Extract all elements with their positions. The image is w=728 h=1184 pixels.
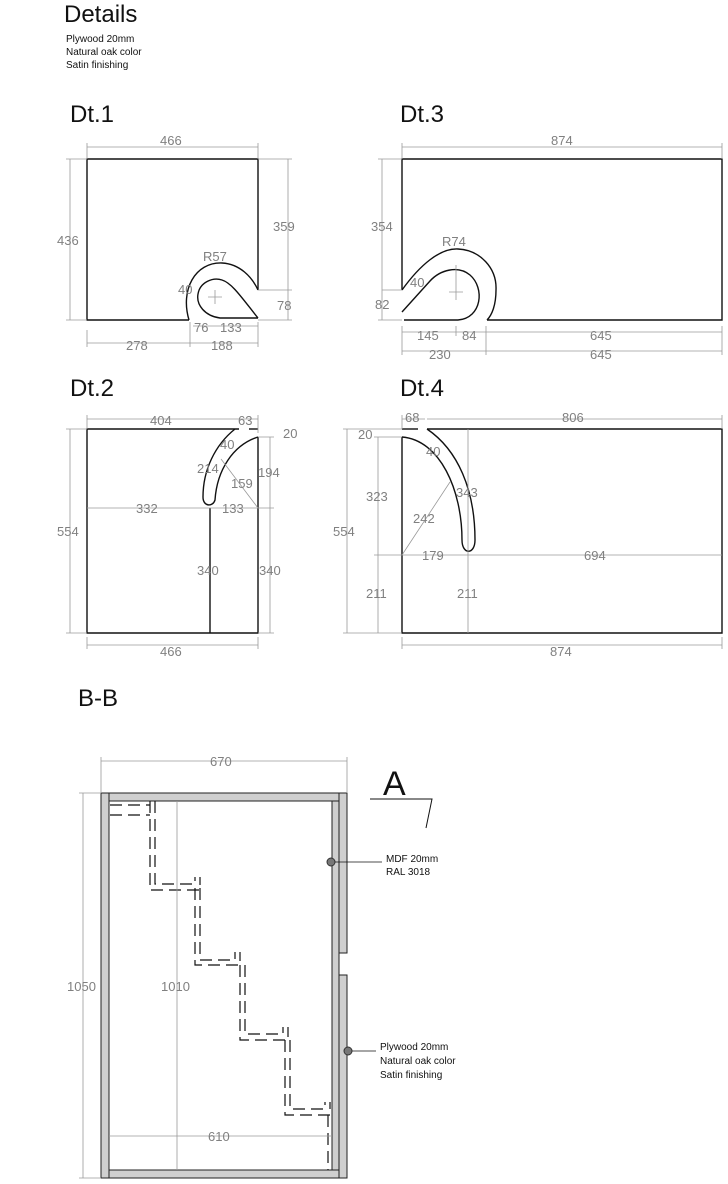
dim-right-total: 645 (590, 347, 612, 362)
dim-inner-height: 1010 (161, 979, 190, 994)
dim-width: 466 (160, 644, 182, 659)
dim-width: 466 (160, 133, 182, 148)
panel-outline (86, 428, 259, 634)
front-panel-upper (338, 792, 348, 954)
dim-opening: 82 (375, 297, 389, 312)
front-panel-lower (338, 974, 348, 1179)
shelf-hidden-lines (284, 1040, 331, 1170)
shelf-hidden-lines (110, 801, 201, 891)
dim-slot-length: 343 (456, 485, 478, 500)
dim-slot-top: 63 (238, 413, 252, 428)
dim-radius: 159 (231, 476, 253, 491)
cutout-outer (185, 262, 259, 321)
dim-radius: R57 (203, 249, 227, 264)
mdf-color-note: RAL 3018 (386, 867, 431, 878)
detail-label: Dt.3 (400, 101, 444, 128)
detail-dt3: Dt.3 874 354 R74 40 82 145 84 645 230 64… (371, 101, 723, 362)
dim-left: 179 (422, 548, 444, 563)
dim-angle: 40 (410, 275, 424, 290)
detail-dt4: Dt.4 68 806 20 40 323 343 242 554 179 69… (333, 375, 723, 659)
section-arrow (370, 798, 433, 829)
plywood-color-note: Natural oak color (380, 1056, 456, 1067)
slot-cutout (202, 428, 259, 506)
dim-lower-left: 211 (366, 586, 387, 601)
plywood-finish-note: Satin finishing (380, 1070, 442, 1081)
cutout-inner (197, 278, 259, 319)
shelf-hidden-lines (194, 888, 241, 966)
callout-dot (343, 1046, 353, 1056)
dim-inner-right: 133 (220, 320, 242, 335)
dim-inner: 76 (194, 320, 208, 335)
page-title: Details (64, 1, 137, 28)
slot-cutout (401, 428, 476, 552)
dim-upper: 323 (366, 489, 388, 504)
dim-lower-outer: 340 (259, 563, 281, 578)
dim-inner-left: 145 (417, 328, 439, 343)
left-panel (100, 792, 110, 1179)
dim-right: 133 (222, 501, 244, 516)
dim-top-right: 806 (562, 410, 584, 425)
dim-width: 670 (210, 754, 232, 769)
dim-height: 554 (333, 524, 355, 539)
cutout-inner (401, 268, 480, 321)
material-note: Plywood 20mm (66, 34, 134, 45)
dim-left: 332 (136, 501, 158, 516)
color-note: Natural oak color (66, 47, 142, 58)
dim-upper: 194 (258, 465, 280, 480)
detail-label: Dt.2 (70, 375, 114, 402)
dim-slot-width: 40 (220, 437, 234, 452)
dim-radius: 242 (413, 511, 435, 526)
cutout-outer (401, 248, 497, 321)
dim-slot-width: 40 (426, 444, 440, 459)
finish-note: Satin finishing (66, 60, 128, 71)
dim-right: 694 (584, 548, 606, 563)
dim-opening: 78 (277, 298, 291, 313)
dim-top-left: 404 (150, 413, 172, 428)
dim-right: 645 (590, 328, 612, 343)
callout-dot (326, 857, 336, 867)
top-panel (100, 792, 340, 802)
detail-dt2: Dt.2 404 63 20 40 214 194 159 554 332 13… (57, 375, 297, 659)
dim-height: 354 (371, 219, 393, 234)
dim-left: 278 (126, 338, 148, 353)
dim-width: 874 (550, 644, 572, 659)
dim-height: 436 (57, 233, 79, 248)
plywood-note: Plywood 20mm (380, 1042, 448, 1053)
dim-inner-width: 610 (208, 1129, 230, 1144)
section-bb: B-B 670 1050 1010 610 A MDF 20mm RAL 301… (67, 685, 456, 1179)
right-inner-panel (331, 800, 340, 1171)
dim-radius: R74 (442, 234, 466, 249)
dim-left-total: 230 (429, 347, 451, 362)
dim-inner-right: 84 (462, 328, 476, 343)
section-marker: A (383, 765, 406, 803)
panel-outline (86, 158, 259, 321)
panel-outline (401, 428, 723, 634)
dim-offset: 20 (283, 426, 297, 441)
detail-label: Dt.4 (400, 375, 444, 402)
dim-lower-slot: 211 (457, 586, 478, 601)
shelf-hidden-lines (239, 965, 289, 1041)
mdf-note: MDF 20mm (386, 854, 438, 865)
dim-offset: 20 (358, 427, 372, 442)
dim-height: 1050 (67, 979, 96, 994)
dim-slot-length: 214 (197, 461, 219, 476)
dim-angle: 40 (178, 282, 192, 297)
dim-slot-top: 68 (405, 410, 419, 425)
dim-height: 554 (57, 524, 79, 539)
dim-upper: 359 (273, 219, 295, 234)
dim-width: 874 (551, 133, 573, 148)
detail-dt1: Dt.1 466 436 359 R57 40 78 76 133 278 18… (57, 101, 295, 353)
dim-lower-inner: 340 (197, 563, 219, 578)
detail-label: Dt.1 (70, 101, 114, 128)
section-label: B-B (78, 685, 118, 712)
bottom-panel (100, 1169, 340, 1179)
dim-right: 188 (211, 338, 233, 353)
